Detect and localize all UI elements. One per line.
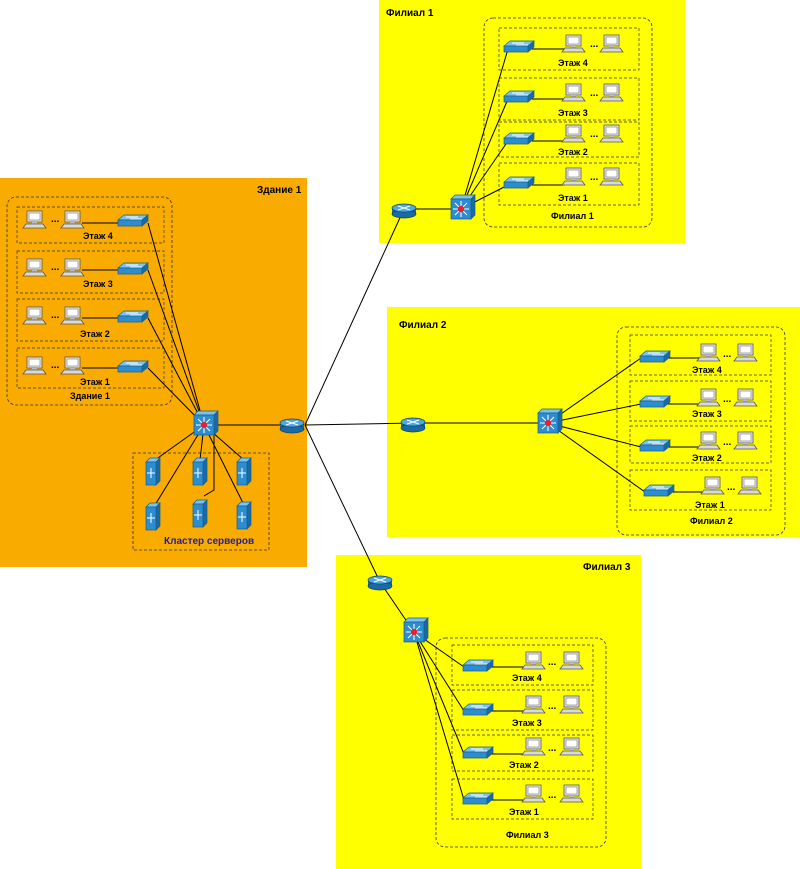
workgroup-switch-icon — [462, 659, 494, 672]
branch2-floor4-box — [629, 334, 772, 376]
branch1-floor2-box — [498, 121, 640, 158]
branch2-group-label: Филиал 2 — [690, 516, 733, 526]
building1-group-label: Здание 1 — [70, 391, 110, 401]
branch2-zone — [387, 307, 800, 537]
branch2-floor2-label: Этаж 2 — [692, 453, 722, 463]
workgroup-switch-icon — [117, 262, 149, 275]
branch2-floor3-label: Этаж 3 — [692, 409, 722, 419]
building1: Здание 1 ... Этаж 4 ... Этаж 3 — [6, 185, 302, 551]
workgroup-switch-icon — [639, 395, 671, 408]
server-icon — [236, 457, 252, 486]
branch3-floor4-box — [451, 644, 594, 686]
pc-ellipsis: ... — [590, 172, 599, 183]
branch2-floor4-label: Этаж 4 — [692, 365, 722, 375]
wan-links — [204, 208, 414, 583]
workgroup-switch-icon — [503, 176, 535, 189]
server-cluster-label: Кластер серверов — [164, 536, 254, 547]
router-icon — [367, 575, 393, 591]
branch2-title: Филиал 2 — [399, 320, 447, 331]
building1-floor4-box — [16, 206, 165, 244]
branch3-floor3-label: Этаж 3 — [512, 718, 542, 728]
branch1: Филиал 1 ... Этаж 4 ... Этаж 3 ... — [386, 8, 653, 228]
pc-ellipsis: ... — [723, 349, 732, 360]
building1-floor3-label: Этаж 3 — [83, 279, 113, 289]
server-icon — [145, 502, 161, 531]
server-icon — [236, 501, 252, 530]
building1-floor1-label: Этаж 1 — [80, 377, 110, 387]
router-icon — [279, 418, 305, 434]
branch3: Филиал 3 ... Этаж 4 ... Этаж 3 ... — [367, 562, 631, 848]
workgroup-switch-icon — [117, 214, 149, 227]
branch1-floor2-label: Этаж 2 — [558, 147, 588, 157]
router-icon — [391, 203, 417, 219]
workgroup-switch-icon — [639, 439, 671, 452]
pc-ellipsis: ... — [51, 360, 60, 371]
pc-ellipsis: ... — [51, 262, 60, 273]
building1-floor2-box — [16, 298, 165, 342]
building1-floor4-label: Этаж 4 — [83, 231, 113, 241]
workgroup-switch-icon — [462, 746, 494, 759]
layer3-switch-icon — [450, 194, 476, 220]
pc-ellipsis: ... — [51, 310, 60, 321]
pc-ellipsis: ... — [548, 743, 557, 754]
branch1-floor4-label: Этаж 4 — [558, 58, 588, 68]
branch3-floor3-box — [451, 689, 594, 731]
building1-floor1-box — [16, 347, 165, 389]
router-icon — [400, 417, 426, 433]
pc-ellipsis: ... — [548, 657, 557, 668]
pc-ellipsis: ... — [548, 701, 557, 712]
server-icon — [145, 457, 161, 486]
branch3-floor1-box — [451, 778, 594, 820]
building1-floor-group — [6, 196, 173, 406]
layer3-switch-icon — [403, 617, 429, 643]
server-icon — [192, 499, 208, 528]
branch3-floor2-box — [451, 734, 594, 772]
workgroup-switch-icon — [117, 360, 149, 373]
building1-title: Здание 1 — [257, 185, 302, 196]
pc-ellipsis: ... — [727, 482, 736, 493]
layer3-switch-icon — [193, 410, 219, 436]
branch1-floor1-box — [498, 162, 640, 206]
branch3-floor-group — [435, 637, 607, 848]
workgroup-switch-icon — [462, 703, 494, 716]
pc-ellipsis: ... — [590, 39, 599, 50]
branch1-zone — [379, 0, 685, 243]
pc-ellipsis: ... — [723, 394, 732, 405]
workgroup-switch-icon — [503, 90, 535, 103]
branch1-title: Филиал 1 — [386, 8, 434, 19]
pc-ellipsis: ... — [590, 88, 599, 99]
branch1-group-label: Филиал 1 — [551, 211, 594, 221]
branch1-floor1-label: Этаж 1 — [558, 193, 588, 203]
branch1-floor3-label: Этаж 3 — [558, 108, 588, 118]
building1-floor3-box — [16, 250, 165, 294]
branch2-floor-group — [616, 326, 786, 536]
branch3-floor1-label: Этаж 1 — [509, 807, 539, 817]
pc-ellipsis: ... — [548, 790, 557, 801]
branch2-floor1-label: Этаж 1 — [695, 500, 725, 510]
branch1-floor-group — [483, 17, 653, 228]
workgroup-switch-icon — [643, 484, 675, 497]
branch3-title: Филиал 3 — [583, 562, 631, 573]
workgroup-switch-icon — [639, 350, 671, 363]
workgroup-switch-icon — [117, 310, 149, 323]
workgroup-switch-icon — [503, 40, 535, 53]
branch2-floor1-box — [629, 469, 772, 511]
branch1-floor4-box — [498, 27, 640, 71]
branch3-floor2-label: Этаж 2 — [509, 760, 539, 770]
workgroup-switch-icon — [503, 132, 535, 145]
branch2: Филиал 2 ... Этаж 4 ... Этаж 3 ... — [399, 320, 786, 536]
server-icon — [192, 457, 208, 486]
pc-ellipsis: ... — [51, 214, 60, 225]
building1-floor2-label: Этаж 2 — [80, 329, 110, 339]
branch3-floor4-label: Этаж 4 — [512, 673, 542, 683]
workgroup-switch-icon — [462, 792, 494, 805]
branch1-floor3-box — [498, 77, 640, 121]
layer3-switch-icon — [537, 408, 563, 434]
branch2-floor3-box — [629, 380, 772, 422]
pc-ellipsis: ... — [590, 129, 599, 140]
branch3-group-label: Филиал 3 — [506, 830, 549, 840]
pc-ellipsis: ... — [723, 437, 732, 448]
